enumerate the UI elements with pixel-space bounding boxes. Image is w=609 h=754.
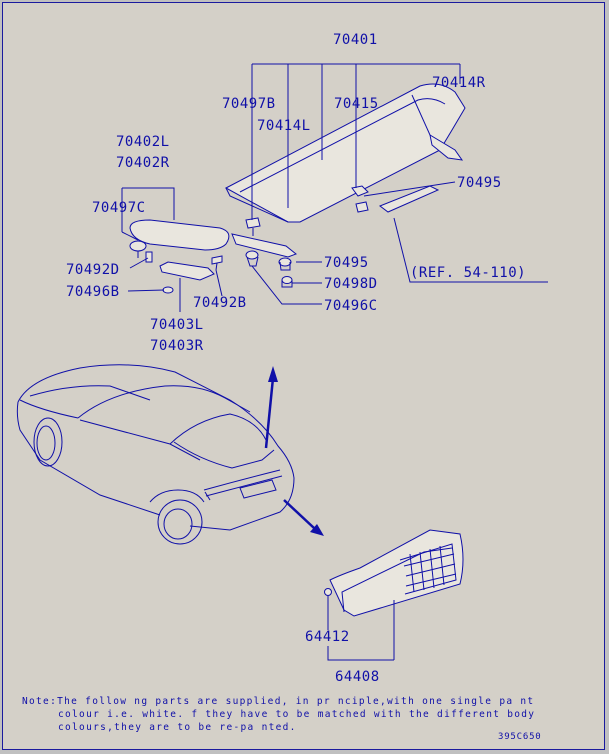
clip-70497c — [129, 240, 147, 258]
label-70414l: 70414L — [257, 118, 311, 134]
screw-70492d — [145, 251, 153, 263]
label-70496c: 70496C — [324, 298, 378, 314]
label-70415: 70415 — [334, 96, 379, 112]
note-line-1: Note:The follow ng parts are supplied, i… — [22, 696, 534, 707]
clip-70495 — [355, 201, 369, 213]
label-70497c: 70497C — [92, 200, 146, 216]
clip-70497b — [245, 217, 261, 236]
arrow-to-garnish — [283, 499, 324, 536]
grommet-70496b — [162, 286, 174, 294]
diagram-code: 395C650 — [498, 732, 542, 742]
nut-70495-mid — [278, 257, 292, 271]
part-labels: 70401 70414R 70497B 70415 70414L 70402L … — [66, 32, 526, 685]
car-outline — [16, 364, 295, 545]
label-70495-top: 70495 — [457, 175, 502, 191]
supply-note: Note:The follow ng parts are supplied, i… — [22, 696, 535, 733]
label-70403r: 70403R — [150, 338, 204, 354]
label-64408: 64408 — [335, 669, 380, 685]
label-70402l: 70402L — [116, 134, 170, 150]
nut-70498d — [281, 276, 293, 288]
garnish-leaders — [327, 596, 395, 661]
note-line-3: colours,they are to be re-pa nted. — [58, 722, 297, 733]
label-70402r: 70402R — [116, 155, 170, 171]
label-70403l: 70403L — [150, 317, 204, 333]
side-spoiler-gasket — [159, 261, 215, 281]
rear-spoiler — [224, 83, 466, 223]
label-70492d: 70492D — [66, 262, 120, 278]
grommet-70496c — [245, 250, 259, 267]
note-line-2: colour i.e. white. f they have to be mat… — [58, 709, 535, 720]
label-70495-mid: 70495 — [324, 255, 369, 271]
label-64412: 64412 — [305, 629, 350, 645]
label-ref-54-110: (REF. 54-110) — [410, 265, 526, 281]
label-70492b: 70492B — [193, 295, 247, 311]
spoiler-gasket-right — [378, 185, 440, 213]
spoiler-gasket-left — [231, 233, 297, 258]
label-70401: 70401 — [333, 32, 378, 48]
label-70414r: 70414R — [432, 75, 486, 91]
label-70498d: 70498D — [324, 276, 378, 292]
label-70496b: 70496B — [66, 284, 120, 300]
rear-garnish — [324, 529, 464, 617]
leader-lines — [121, 63, 548, 312]
label-70497b: 70497B — [222, 96, 276, 112]
screw-70492b — [211, 255, 223, 271]
arrow-to-spoiler — [264, 366, 278, 449]
spoiler-pad — [351, 185, 369, 197]
